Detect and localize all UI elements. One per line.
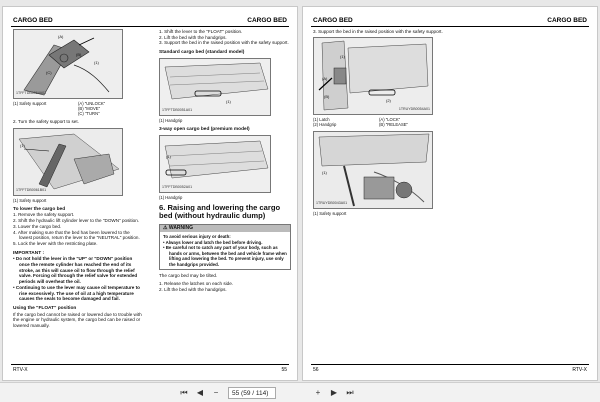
figure-caption: (1) Handgrip <box>159 194 183 200</box>
subheading-standard-cargo-bed: Standard cargo bed (standard model) <box>159 50 245 56</box>
figure-label: (B) <box>324 93 330 99</box>
figure-label: (C) <box>46 70 52 75</box>
warning-intro: To avoid serious injury or death: <box>163 234 231 240</box>
figure-label: (1) <box>94 60 99 65</box>
left-page-column-1: (A) (B) (C) (1) 1TFFTDB0064A01 (1) Safet… <box>13 29 143 329</box>
figure-latch-handgrip: (1) (2) (A) (B) 1TRUYDB0054A01 <box>313 36 433 115</box>
header-right-title: CARGO BED <box>547 17 587 24</box>
figure-label: (1) <box>322 169 327 175</box>
paragraph: The cargo bed may be tilted. <box>159 273 218 279</box>
warning-item: • Be careful not to catch any part of yo… <box>163 245 287 267</box>
left-page-header: CARGO BED CARGO BED <box>3 13 297 27</box>
warning-triangle-icon: ⚠ <box>163 224 168 231</box>
page-number-input[interactable] <box>228 387 276 399</box>
left-page: CARGO BED CARGO BED (A) (B) (C) (1) 1TFF <box>2 6 298 381</box>
figure-id: 1TFFTDB0061B01 <box>16 188 47 192</box>
figure-id: 1TRUYDB0054A01 <box>398 107 430 111</box>
zoom-in-icon[interactable]: + <box>315 388 321 397</box>
zoom-out-icon[interactable]: − <box>213 388 219 397</box>
caption-item: (B) "RELEASE" <box>379 121 409 127</box>
step-item: 1. Shift the lever to the "FLOAT" positi… <box>159 29 243 34</box>
figure-handgrip-premium: (1) 1TFFTDB0052A01 <box>159 134 271 193</box>
header-left-title: CARGO BED <box>13 17 53 24</box>
figure-label: (1) <box>166 153 171 159</box>
paragraph: If the cargo bed cannot be raised or low… <box>13 311 142 329</box>
figure-caption: (1) Latch (2) Handgrip (A) "LOCK" (B) "R… <box>313 117 445 127</box>
step-item: 2. Shift the hydraulic lift cylinder lev… <box>13 218 140 224</box>
figure-caption: (1) Safety support <box>313 210 347 216</box>
caption-item: (2) Handgrip <box>313 121 337 127</box>
next-page-icon[interactable]: ▶ <box>330 388 338 397</box>
warning-title: WARNING <box>168 224 194 231</box>
figure-caption: (1) Handgrip <box>159 117 183 123</box>
figure-label: (1) <box>340 53 345 59</box>
caption-item: (A) "UNLOCK" <box>78 101 106 106</box>
warning-header: ⚠ WARNING <box>160 224 290 233</box>
right-page-footer: 56 RTV-X <box>311 364 589 374</box>
section-title: 6. Raising and lowering the cargo bed (w… <box>159 202 281 221</box>
figure-handgrip-standard: (1) 1TFFTDB0051A01 <box>159 57 271 116</box>
caption-item: (A) "LOCK" <box>379 116 401 122</box>
footer-model: RTV-X <box>13 367 28 373</box>
step-item: 4. After making sure that the bed has be… <box>13 229 140 241</box>
header-left-title: CARGO BED <box>313 17 353 24</box>
important-item: • Continuing to use the lever may cause … <box>13 284 140 302</box>
viewer-toolbar: ⏮ ◀ − + ▶ ⏭ <box>0 382 600 402</box>
step-item: 2. Lift the bed with the handgrips. <box>159 286 227 292</box>
figure-safety-support-set: (1) 1TFFTDB0061B01 <box>13 127 123 196</box>
step-item: 5. Lock the lever with the restricting p… <box>13 240 98 246</box>
figure-label: (B) <box>76 52 82 57</box>
figure-caption: (1) Safety support <box>13 197 47 203</box>
step-item: 1. Remove the safety support. <box>13 212 75 218</box>
subheading-float-position: Using the "FLOAT" position <box>13 305 77 311</box>
caption-item: (B) "MOVE" <box>78 106 101 111</box>
step-item: 1. Release the latches on each side. <box>159 281 234 287</box>
warning-box: ⚠ WARNING To avoid serious injury or dea… <box>159 223 291 271</box>
step-text: 2. Turn the safety support to set. <box>13 119 79 124</box>
caption-item: (1) Safety support <box>13 101 47 106</box>
figure-safety-support-unlock: (A) (B) (C) (1) 1TFFTDB0064A01 <box>13 29 123 99</box>
step-item: 3. Support the bed in the raised positio… <box>313 29 443 34</box>
footer-model: RTV-X <box>572 367 587 373</box>
figure-id: 1TFFTDB0052A01 <box>162 184 193 189</box>
important-item: • Do not hold the lever in the "UP" or "… <box>13 256 138 285</box>
step-item: 2. Lift the bed with the handgrips. <box>159 34 227 40</box>
warning-item: • Always lower and latch the bed before … <box>163 239 263 245</box>
figure-safety-support-raised: (1) 1TRUYDB0043A01 <box>313 130 433 209</box>
left-page-footer: RTV-X 55 <box>11 364 289 374</box>
step-item: 3. Lower the cargo bed. <box>13 223 62 229</box>
right-page-header: CARGO BED CARGO BED <box>303 13 597 27</box>
header-right-title: CARGO BED <box>247 17 287 24</box>
important-heading: IMPORTANT : <box>13 250 45 256</box>
footer-page-number: 55 <box>281 367 287 373</box>
step-item: 3. Support the bed in the raised positio… <box>159 40 289 46</box>
figure-id: 1TFFTDB0051A01 <box>162 108 193 113</box>
right-page-column-1: 3. Support the bed in the raised positio… <box>313 29 445 216</box>
figure-id: 1TRUYDB0043A01 <box>316 201 348 205</box>
footer-page-number: 56 <box>313 367 319 373</box>
right-page: CARGO BED CARGO BED 3. Support the bed i… <box>302 6 598 381</box>
left-page-column-2: 1. Shift the lever to the "FLOAT" positi… <box>159 29 291 293</box>
caption-item: (C) "TURN" <box>78 111 100 116</box>
caption-item: (1) Latch <box>313 116 330 122</box>
figure-label: (A) <box>322 75 328 81</box>
figure-label: (2) <box>386 97 391 103</box>
subheading-premium-cargo-bed: 3-way open cargo bed (premium model) <box>159 126 250 132</box>
last-page-icon[interactable]: ⏭ <box>346 388 354 397</box>
figure-label: (A) <box>58 34 64 39</box>
figure-label: (1) <box>226 98 231 104</box>
first-page-icon[interactable]: ⏮ <box>180 388 188 397</box>
prev-page-icon[interactable]: ◀ <box>196 388 204 397</box>
figure-label: (1) <box>20 142 25 148</box>
figure-caption: (1) Safety support (A) "UNLOCK" (B) "MOV… <box>13 101 143 116</box>
subheading-lower-cargo-bed: To lower the cargo bed <box>13 206 66 212</box>
figure-id: 1TFFTDB0064A01 <box>16 91 47 96</box>
